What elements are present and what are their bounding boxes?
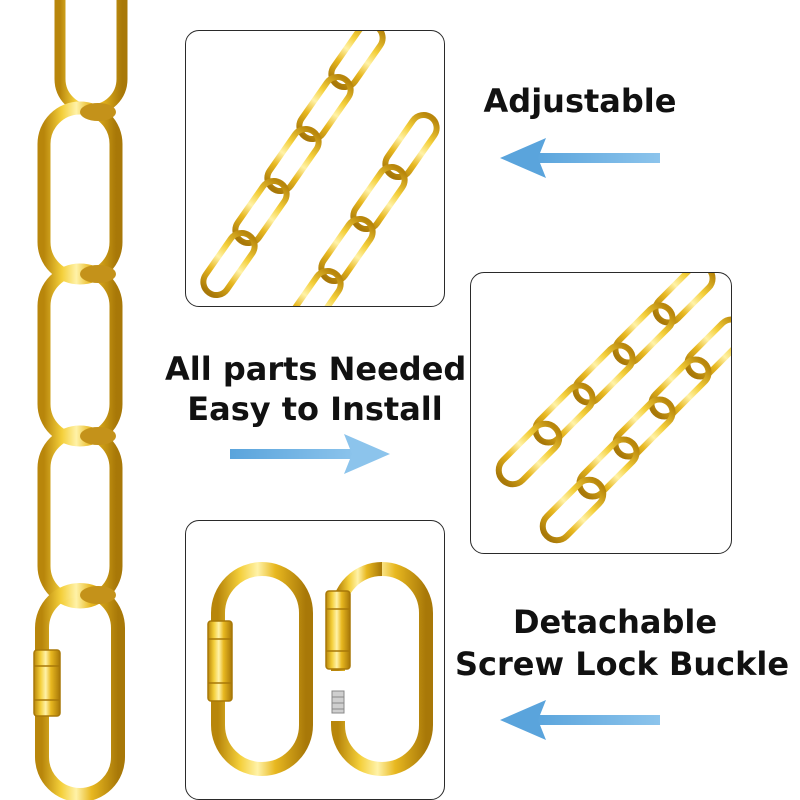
install-panel: [470, 272, 732, 554]
detach-caption-line1: Detachable: [512, 603, 718, 641]
arrow-left-icon: [500, 138, 662, 178]
gold-chain-link-icon: [200, 31, 440, 306]
detachable-panel: [185, 520, 445, 800]
adjustable-panel: [185, 30, 445, 307]
arrow-left-icon: [500, 700, 662, 740]
screw-lock-carabiner-icon: [207, 562, 433, 777]
install-caption-line1: All parts Needed: [165, 350, 467, 388]
install-caption-line2: Easy to Install: [187, 390, 443, 428]
detach-caption-line2: Screw Lock Buckle: [455, 645, 790, 683]
arrow-right-icon: [228, 434, 390, 474]
gold-chain-link-icon: [495, 273, 731, 544]
adjustable-caption: Adjustable: [483, 82, 677, 120]
gold-chain-link-icon: [33, 0, 128, 800]
main-chain: [20, 0, 140, 800]
